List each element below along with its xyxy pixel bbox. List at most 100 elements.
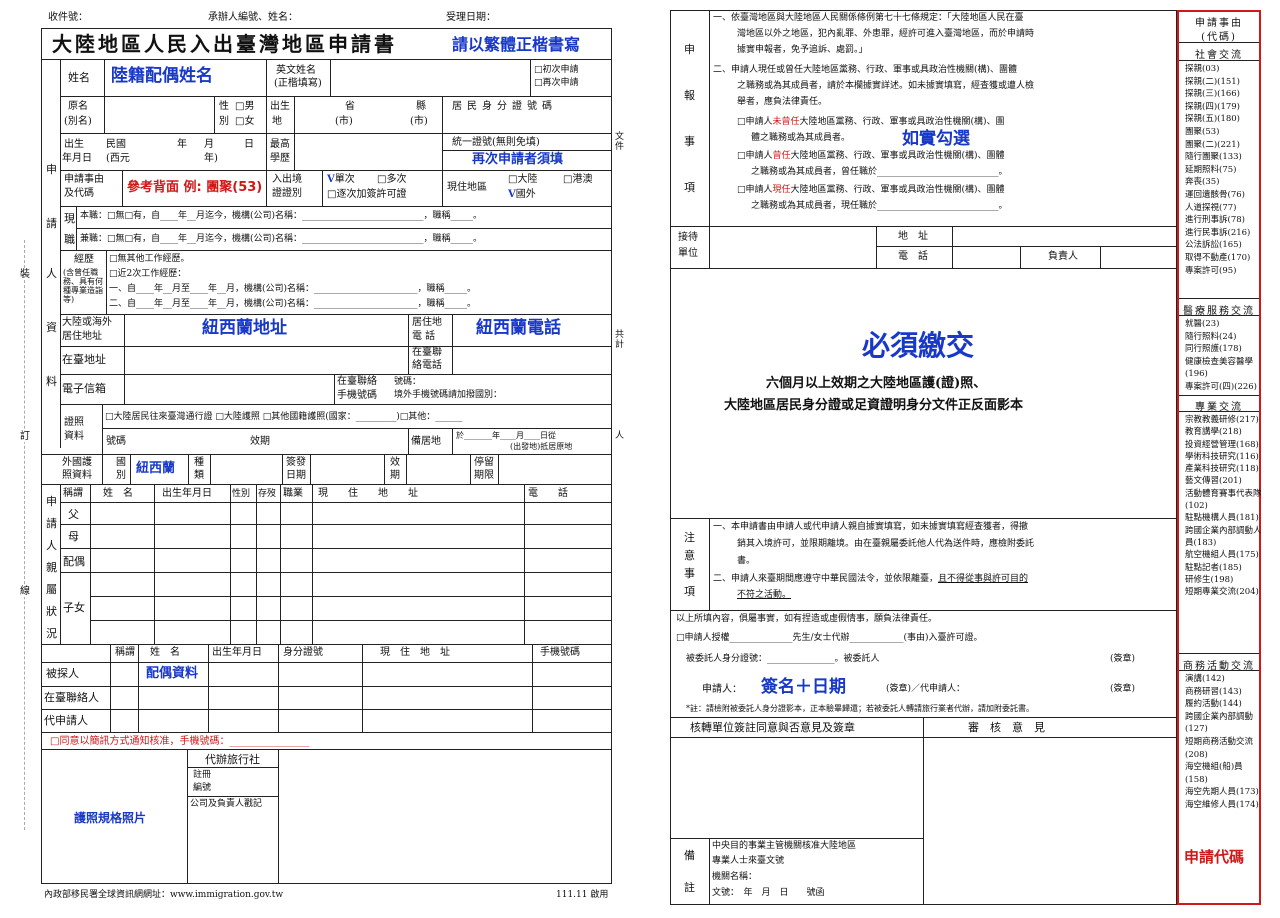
permit-label: 入出境 (272, 174, 302, 185)
rel-child: 子女 (63, 601, 85, 614)
decl-text: 舉者，應負法律責任。 (737, 97, 828, 107)
single-checkbox[interactable]: V單次 (327, 174, 355, 185)
review-label: 審 核 意 見 (968, 721, 1045, 734)
name-fill[interactable]: 陸籍配偶姓名 (111, 66, 213, 86)
addr-label: 地 址 (898, 231, 928, 242)
exp-recent-checkbox[interactable]: □近2次工作經歷： (109, 269, 187, 279)
abroad-checkbox[interactable]: V國外 (508, 189, 536, 200)
sms-checkbox[interactable]: □同意以簡訊方式通知核准，手機號碼：________________ (50, 736, 310, 747)
reg-label: 註冊 (193, 770, 212, 780)
male-checkbox[interactable]: □男 (235, 101, 255, 112)
sign-fill[interactable]: 簽名＋日期 (761, 677, 846, 697)
code-item: 履約活動(144) (1185, 699, 1242, 710)
alias-label: (別名) (64, 116, 92, 127)
decl-side: 事 (684, 135, 695, 148)
now-held-checkbox[interactable]: □申請人現任大陸地區黨務、行政、軍事或具政治性機關(構)、團體 (737, 185, 1005, 195)
depart-text: (出發地)抵居原地 (510, 442, 573, 451)
en-name-sub: (正楷填寫) (274, 78, 322, 89)
code-item: 海空機組(船)員(158) (1185, 762, 1243, 785)
code-column-highlight (1177, 10, 1261, 905)
code-item: 短期專業交流(204) (1185, 587, 1259, 598)
cert-label: 資料 (64, 431, 84, 442)
addperm-checkbox[interactable]: □逐次加簽許可證 (327, 189, 407, 200)
code-head: 申請事由 (1195, 18, 1243, 29)
exp-row[interactable]: 二、自____年__月至____年__月，機構(公司)名稱：__________… (109, 299, 477, 309)
valid-label: 期 (390, 470, 400, 481)
auth-checkbox[interactable]: □申請人授權______________先生/女士代辦____________(… (676, 633, 983, 643)
year-label: 年 (177, 139, 187, 150)
country-label: 國 (116, 457, 126, 468)
first-apply-checkbox[interactable]: □初次申請 (534, 65, 579, 75)
country-fill[interactable]: 紐西蘭 (136, 461, 176, 476)
sponsor-col: 現 住 地 址 (380, 647, 450, 658)
endorse-label: 核轉單位簽註同意與否意見及簽章 (690, 721, 855, 734)
email-label: 電子信箱 (62, 382, 106, 395)
reason-fill[interactable]: 參考背面 例: 團聚(53) (127, 180, 263, 195)
code-item: 探親(五)(180) (1185, 114, 1240, 125)
kind-label: 類 (194, 470, 204, 481)
reg-label: 編號 (193, 783, 212, 793)
note-side: 注 (684, 531, 695, 544)
birthplace-label: 地 (272, 116, 282, 127)
note-side: 事 (684, 567, 695, 580)
county-label: 縣 (416, 101, 426, 112)
addr-fill[interactable]: 紐西蘭地址 (202, 318, 287, 338)
remark-text: 中央目的事業主管機關核准大陸地區 (712, 841, 857, 851)
remark-side: 備 (684, 849, 695, 862)
exp-row[interactable]: 一、自____年__月至____年__月，機構(公司)名稱：__________… (109, 284, 477, 294)
exp-none-checkbox[interactable]: □無其他工作經歷。 (109, 254, 190, 264)
sponsor-fill[interactable]: 配偶資料 (146, 666, 199, 681)
job-row[interactable]: 本職：□無□有，自____年__月迄今，機構(公司)名稱：___________… (80, 211, 483, 221)
note-text: 二、申請人來臺期間應遵守中華民國法令，並依限離臺，且不得從事與許可目的 (713, 574, 1029, 584)
decl-side: 項 (684, 181, 695, 194)
permit-label: 證證別 (272, 188, 302, 199)
tw-phone-label: 在臺聯 (412, 347, 442, 358)
side-char: 資 (46, 321, 57, 334)
job-label: 職 (64, 233, 75, 246)
exp-label: 經歷 (74, 254, 94, 265)
must-submit: 必須繳交 (862, 329, 975, 362)
decl-text: 之職務或為其成員者，現任職於__________________________… (751, 201, 1008, 211)
never-held-checkbox[interactable]: □申請人未曾任大陸地區黨務、行政、軍事或具政治性機關(構)、團 (737, 117, 1005, 127)
code-item: 藝文傳習(201) (1185, 476, 1242, 487)
agency-label: 代辦旅行社 (205, 753, 260, 766)
addr-abroad-label: 居住地址 (62, 331, 102, 342)
orig-name-label: 原名 (68, 101, 88, 112)
family-col: 存歿 (258, 489, 277, 499)
seal-text: (簽章) (1110, 684, 1136, 694)
en-name-label: 英文姓名 (276, 65, 316, 76)
month-label: 月 (204, 139, 214, 150)
year-label: 年) (204, 153, 218, 164)
code-item: 研修生(198) (1185, 574, 1234, 585)
kind-label: 種 (194, 457, 204, 468)
family-col: 性別 (232, 489, 251, 499)
note-side: 項 (684, 585, 695, 598)
tw-addr-label: 在臺地址 (62, 353, 106, 366)
family-col: 出生年月日 (162, 488, 212, 499)
sponsor-col: 手機號碼 (540, 647, 580, 658)
code-item: 隨行團聚(133) (1185, 152, 1242, 163)
day-label: 日 (244, 139, 254, 150)
pro-header: 專業交流 (1195, 402, 1243, 413)
job-row[interactable]: 兼職：□無□有，自____年__月迄今，機構(公司)名稱：___________… (80, 234, 483, 244)
cert-types[interactable]: □大陸居民往來臺灣通行證 □大陸護照 □其他國籍護照(國家：_________)… (105, 412, 463, 422)
decl-text: 灣地區以外之地區，犯內亂罪、外患罪，經許可進入臺灣地區，而於申請時 (737, 29, 1035, 39)
hkmo-checkbox[interactable]: □港澳 (563, 174, 593, 185)
family-side: 況 (46, 627, 57, 640)
phone-label: 電 話 (412, 331, 436, 342)
dob-label: 年月日 (62, 153, 92, 164)
valid-label: 效 (390, 457, 400, 468)
female-checkbox[interactable]: □女 (235, 116, 255, 127)
re-apply-checkbox[interactable]: □再次申請 (534, 78, 579, 88)
mainland-checkbox[interactable]: □大陸 (508, 174, 538, 185)
note-text: 不符之活動。 (737, 590, 792, 600)
sponsor-col: 出生年月日 (212, 647, 262, 658)
code-item: 運回遺骸骨(76) (1185, 189, 1245, 200)
phone-fill[interactable]: 紐西蘭電話 (476, 318, 561, 338)
once-held-checkbox[interactable]: □申請人曾任大陸地區黨務、行政、軍事或具政治性機關(構)、團體 (737, 151, 1005, 161)
seal-label: 公司及負責人戳記 (190, 799, 263, 809)
margin-char: 裝 (20, 269, 30, 280)
decl-text: 體之職務或為其成員者。 (751, 133, 851, 143)
multi-checkbox[interactable]: □多次 (377, 174, 407, 185)
code-item: 跨國企業內部調動人員(183) (1185, 525, 1262, 548)
